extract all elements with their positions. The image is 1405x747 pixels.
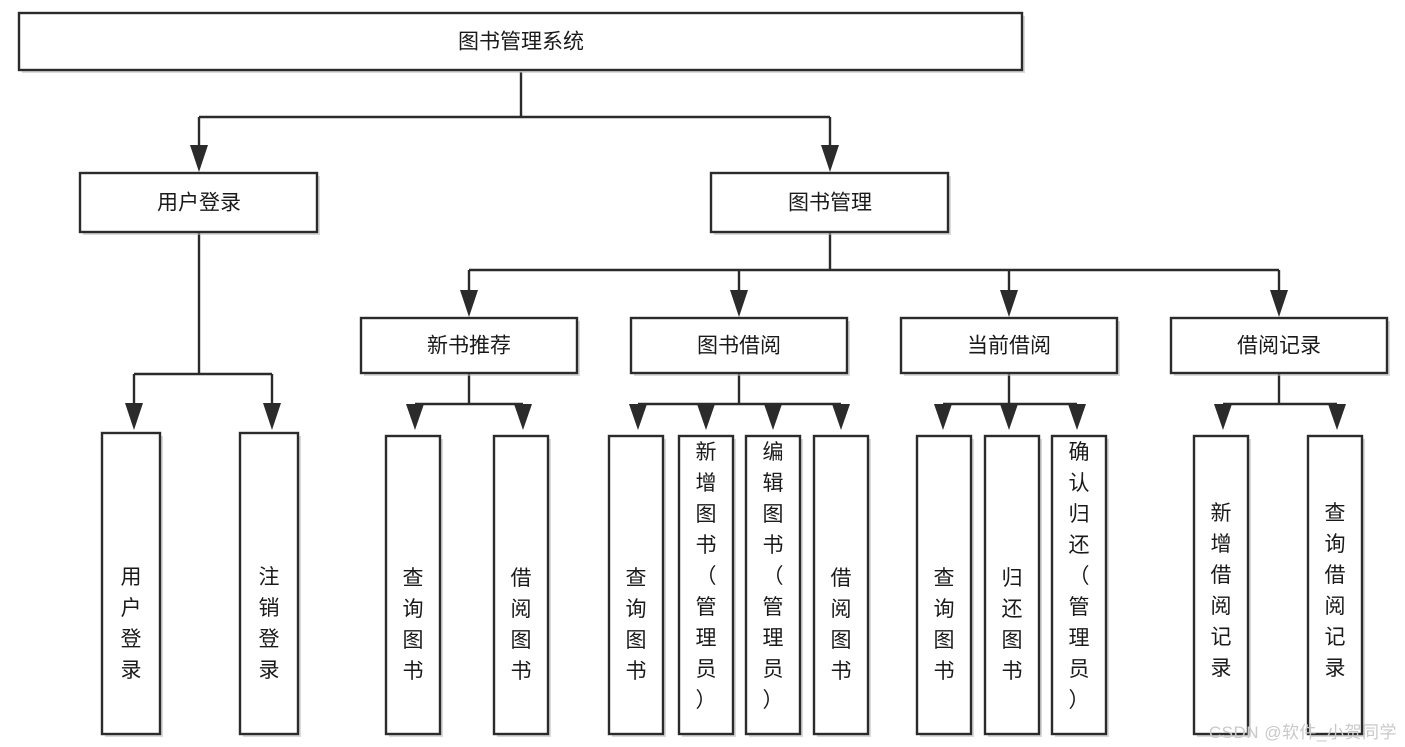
arrow-head-leaf-query-book-2 xyxy=(629,404,647,430)
node-book-manage-box[interactable] xyxy=(709,171,950,234)
leaf-layer: 用户登录 注销登录 查询图书 借阅图书 查询图书 新增图书（管理员） xyxy=(100,431,1365,737)
arrow-head-book-manage xyxy=(821,145,839,172)
node-user-login[interactable]: 用户登录 xyxy=(78,171,320,235)
node-leaf-query-book-2-box[interactable] xyxy=(607,434,665,736)
arrow-head-borrow-record xyxy=(1270,290,1288,317)
node-user-login-box[interactable] xyxy=(78,171,319,234)
node-leaf-add-book-label: 新增图书（管理员） xyxy=(696,441,717,712)
node-leaf-edit-book-label: 编辑图书（管理员） xyxy=(763,441,784,712)
node-borrow-record-label: 借阅记录 xyxy=(1237,335,1321,358)
node-root[interactable]: 图书管理系统 xyxy=(17,11,1025,73)
node-borrow-record-box[interactable] xyxy=(1169,316,1389,375)
node-leaf-edit-book-box[interactable] xyxy=(744,434,802,736)
node-book-manage[interactable]: 图书管理 xyxy=(709,171,951,235)
arrow-head-leaf-query-book-1 xyxy=(406,404,424,430)
node-current-borrow[interactable]: 当前借阅 xyxy=(899,316,1120,376)
arrow-head-new-book-rec xyxy=(460,290,478,317)
node-leaf-query-book-1-label: 查询图书 xyxy=(403,567,424,683)
node-current-borrow-box[interactable] xyxy=(899,316,1119,375)
node-leaf-borrow-book-1-box[interactable] xyxy=(492,434,550,736)
node-leaf-query-record-label: 查询借阅记录 xyxy=(1325,502,1346,680)
node-new-book-rec-box[interactable] xyxy=(359,316,579,375)
node-leaf-user-login-box[interactable] xyxy=(100,431,162,736)
node-root-label: 图书管理系统 xyxy=(458,31,584,54)
csdn-watermark: CSDN @软件_小贺同学 xyxy=(1208,723,1397,742)
node-leaf-borrow-book-1[interactable]: 借阅图书 xyxy=(492,434,551,737)
node-leaf-borrow-book-2-box[interactable] xyxy=(812,434,870,736)
connector-layer xyxy=(125,72,1346,430)
node-leaf-add-book[interactable]: 新增图书（管理员） xyxy=(677,434,736,737)
arrow-head-leaf-query-book-3 xyxy=(934,404,952,430)
node-leaf-return-book[interactable]: 归还图书 xyxy=(983,434,1042,737)
arrow-head-leaf-add-record xyxy=(1214,404,1232,430)
node-book-manage-label: 图书管理 xyxy=(788,192,872,215)
arrow-head-leaf-edit-book xyxy=(764,404,782,430)
node-leaf-query-record[interactable]: 查询借阅记录 xyxy=(1306,434,1365,737)
node-leaf-query-book-2-label: 查询图书 xyxy=(626,567,647,683)
node-leaf-add-record-label: 新增借阅记录 xyxy=(1211,502,1232,680)
node-leaf-logout-login-box[interactable] xyxy=(238,431,300,736)
arrow-head-leaf-add-book xyxy=(697,404,715,430)
node-leaf-add-record-box[interactable] xyxy=(1192,434,1250,736)
node-leaf-query-record-box[interactable] xyxy=(1306,434,1364,736)
node-root-box[interactable] xyxy=(17,11,1024,72)
node-leaf-edit-book[interactable]: 编辑图书（管理员） xyxy=(744,434,803,737)
node-leaf-user-login[interactable]: 用户登录 xyxy=(100,431,163,737)
arrow-head-leaf-query-record xyxy=(1328,404,1346,430)
node-book-borrow-label: 图书借阅 xyxy=(697,335,781,358)
node-leaf-return-book-box[interactable] xyxy=(983,434,1041,736)
arrow-head-leaf-borrow-book-1 xyxy=(514,404,532,430)
node-leaf-user-login-label: 用户登录 xyxy=(121,566,142,682)
node-leaf-add-book-box[interactable] xyxy=(677,434,735,736)
node-leaf-query-book-1[interactable]: 查询图书 xyxy=(384,434,443,737)
node-leaf-query-book-3-label: 查询图书 xyxy=(934,567,955,683)
node-new-book-rec[interactable]: 新书推荐 xyxy=(359,316,580,376)
node-leaf-borrow-book-1-label: 借阅图书 xyxy=(511,567,532,683)
node-leaf-confirm-return[interactable]: 确认归还（管理员） xyxy=(1050,434,1109,737)
node-leaf-query-book-3-box[interactable] xyxy=(915,434,973,736)
arrow-head-user-login xyxy=(190,145,208,172)
node-new-book-rec-label: 新书推荐 xyxy=(427,335,511,358)
node-leaf-confirm-return-label: 确认归还（管理员） xyxy=(1069,441,1090,712)
node-leaf-add-record[interactable]: 新增借阅记录 xyxy=(1192,434,1251,737)
node-leaf-borrow-book-2[interactable]: 借阅图书 xyxy=(812,434,871,737)
node-borrow-record[interactable]: 借阅记录 xyxy=(1169,316,1390,376)
node-current-borrow-label: 当前借阅 xyxy=(967,335,1051,358)
arrow-head-leaf-user-login xyxy=(125,403,143,430)
node-leaf-query-book-1-box[interactable] xyxy=(384,434,442,736)
node-leaf-query-book-2[interactable]: 查询图书 xyxy=(607,434,666,737)
node-leaf-return-book-label: 归还图书 xyxy=(1002,567,1023,683)
node-book-borrow-box[interactable] xyxy=(629,316,849,375)
node-leaf-query-book-3[interactable]: 查询图书 xyxy=(915,434,974,737)
arrow-head-leaf-logout-login xyxy=(263,403,281,430)
arrow-head-leaf-confirm-return xyxy=(1068,404,1086,430)
node-leaf-borrow-book-2-label: 借阅图书 xyxy=(831,567,852,683)
arrow-head-leaf-return-book xyxy=(1000,404,1018,430)
node-user-login-label: 用户登录 xyxy=(157,192,241,215)
node-book-borrow[interactable]: 图书借阅 xyxy=(629,316,850,376)
node-leaf-logout-login-label: 注销登录 xyxy=(259,566,280,682)
arrow-head-leaf-borrow-book-2 xyxy=(832,404,850,430)
node-leaf-confirm-return-box[interactable] xyxy=(1050,434,1108,736)
arrow-head-current-borrow xyxy=(1000,290,1018,317)
node-leaf-logout-login[interactable]: 注销登录 xyxy=(238,431,301,737)
arrow-head-book-borrow xyxy=(730,290,748,317)
